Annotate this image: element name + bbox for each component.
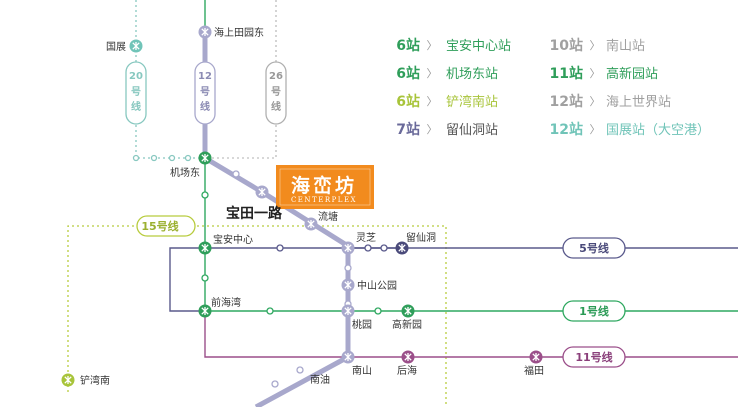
station-zhongshan-gongyuan: 中山公园 xyxy=(357,279,397,292)
legend-count: 11站 xyxy=(550,65,583,82)
legend-count: 7站 xyxy=(396,121,420,138)
line-15-path xyxy=(67,225,447,407)
line-20-num: 20 xyxy=(129,71,143,82)
line-12-char2: 线 xyxy=(200,100,210,113)
metro-logo-icon[interactable] xyxy=(340,303,356,319)
line-20-char2: 线 xyxy=(131,100,141,113)
line-12-num: 12 xyxy=(198,71,212,82)
project-name-en: CENTERPLEX xyxy=(291,196,357,204)
metro-logo-icon[interactable] xyxy=(528,349,544,365)
metro-logo-icon[interactable] xyxy=(303,216,319,232)
station-qianhaiwan: 前海湾 xyxy=(211,296,241,309)
project-name: 海峦坊 xyxy=(291,174,357,197)
legend-count: 12站 xyxy=(550,93,583,110)
line-26-char2: 线 xyxy=(271,100,281,113)
station-liuxiandong: 留仙洞 xyxy=(406,231,436,244)
line-26-path xyxy=(205,0,277,159)
chevron-right-icon: 〉 xyxy=(590,95,601,108)
legend-count: 6站 xyxy=(396,93,420,110)
station-taoyuan: 桃园 xyxy=(352,318,372,331)
line-26-char1: 号 xyxy=(271,86,281,98)
legend-dest: 宝安中心站 xyxy=(446,39,511,54)
station-lingzhi: 灵芝 xyxy=(356,231,376,244)
line-20-badge: 20 号 线 xyxy=(125,61,147,125)
line-11-path xyxy=(204,311,738,358)
line-15-label: 15号线 xyxy=(141,219,178,233)
chevron-right-icon: 〉 xyxy=(590,123,601,136)
metro-logo-icon[interactable] xyxy=(340,349,356,365)
line-26-badge: 26 号 线 xyxy=(265,61,287,125)
line-26-num: 26 xyxy=(269,71,283,82)
station-liutang: 流塘 xyxy=(318,210,338,223)
metro-logo-icon[interactable] xyxy=(128,38,144,54)
station-futian: 福田 xyxy=(524,364,544,377)
station-chanwannan: 铲湾南 xyxy=(80,374,110,387)
chevron-right-icon: 〉 xyxy=(427,39,438,52)
chevron-right-icon: 〉 xyxy=(427,123,438,136)
line-5-label: 5号线 xyxy=(579,241,609,255)
metro-logo-icon[interactable] xyxy=(340,240,356,256)
legend-count: 12站 xyxy=(550,121,583,138)
legend-dest: 铲湾南站 xyxy=(446,94,498,110)
station-haishangtianyuan-dong: 海上田园东 xyxy=(214,26,264,39)
project-brand-badge: 海峦坊 CENTERPLEX xyxy=(276,165,374,209)
station-nanyou: 南油 xyxy=(310,373,330,386)
line-15-badge: 15号线 xyxy=(136,215,196,237)
line-12-char1: 号 xyxy=(200,86,210,98)
legend-dest: 高新园站 xyxy=(606,66,658,82)
legend-dest: 机场东站 xyxy=(446,67,498,82)
line-1-badge: 1号线 xyxy=(562,300,626,322)
metro-logo-icon[interactable] xyxy=(400,303,416,319)
line-5-badge: 5号线 xyxy=(562,237,626,259)
legend-count: 6站 xyxy=(396,37,420,54)
legend-dest: 国展站（大空港） xyxy=(606,123,710,138)
line-20-char1: 号 xyxy=(131,86,141,98)
metro-logo-icon[interactable] xyxy=(197,303,213,319)
chevron-right-icon: 〉 xyxy=(427,67,438,80)
line-11-label: 11号线 xyxy=(575,350,612,364)
legend-dest: 海上世界站 xyxy=(606,95,671,110)
station-gaoxinyuan: 高新园 xyxy=(392,318,422,331)
project-road: 宝田一路 xyxy=(226,205,283,222)
chevron-right-icon: 〉 xyxy=(590,39,601,52)
chevron-right-icon: 〉 xyxy=(427,95,438,108)
station-jichangdong: 机场东 xyxy=(170,166,200,179)
legend-dest: 南山站 xyxy=(606,38,645,54)
legend-count: 6站 xyxy=(396,65,420,82)
line-11-badge: 11号线 xyxy=(562,346,626,368)
legend-dest: 留仙洞站 xyxy=(446,123,498,138)
metro-logo-icon[interactable] xyxy=(197,240,213,256)
line-5-path xyxy=(169,247,738,312)
station-nanshan: 南山 xyxy=(352,364,372,377)
metro-logo-icon[interactable] xyxy=(197,150,213,166)
chevron-right-icon: 〉 xyxy=(590,67,601,80)
line-12-path xyxy=(202,32,351,407)
line-1-label: 1号线 xyxy=(579,304,609,318)
metro-logo-icon[interactable] xyxy=(400,349,416,365)
station-baoan-zhongxin: 宝安中心 xyxy=(213,233,253,246)
legend-count: 10站 xyxy=(550,37,583,54)
metro-logo-icon[interactable] xyxy=(60,372,76,388)
metro-logo-icon[interactable] xyxy=(254,184,270,200)
station-guozhan: 国展 xyxy=(106,41,126,53)
metro-logo-icon[interactable] xyxy=(197,24,213,40)
line-12-badge: 12 号 线 xyxy=(194,61,216,125)
legend: 6站 〉 宝安中心站 6站 〉 机场东站 6站 〉 铲湾南站 7站 〉 留仙洞站… xyxy=(396,37,710,138)
station-houhai: 后海 xyxy=(397,364,417,377)
metro-logo-icon[interactable] xyxy=(340,277,356,293)
